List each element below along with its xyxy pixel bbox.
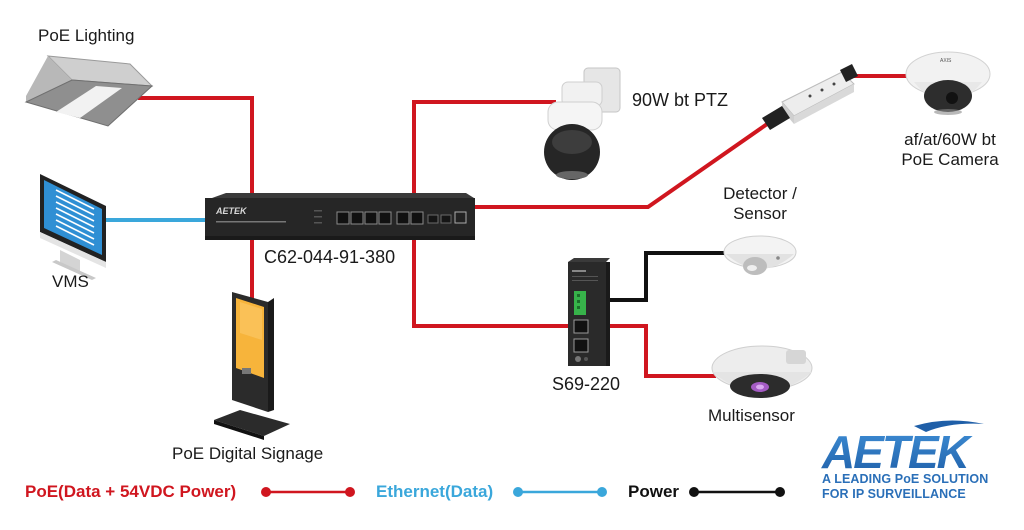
label-poe-camera: af/at/60W bt PoE Camera: [880, 130, 1020, 170]
poe-link-lighting: [138, 96, 254, 200]
label-multisensor: Multisensor: [708, 406, 795, 425]
legend-ethernet-label: Ethernet(Data): [376, 482, 494, 501]
poe-lighting-icon: [24, 55, 154, 127]
poe-link-multisensor: [606, 324, 716, 378]
poe-injector-icon: [762, 64, 858, 130]
dome-camera-icon: AXIS: [905, 51, 991, 115]
aetek-logo-icon: AETEK: [821, 420, 984, 478]
label-poe-camera-line1: af/at/60W bt: [904, 130, 996, 149]
label-splitter-model: S69-220: [552, 374, 621, 394]
brand-tagline-1: A LEADING PoE SOLUTION: [822, 472, 989, 486]
detector-sensor-icon: [723, 235, 797, 275]
label-ptz: 90W bt PTZ: [632, 90, 729, 110]
svg-text:AETEK: AETEK: [215, 206, 248, 216]
brand-wordmark: AETEK: [821, 426, 973, 474]
legend-poe-swatch: [261, 487, 355, 497]
vms-monitor-icon: [40, 174, 106, 280]
label-switch-model: C62-044-91-380: [264, 247, 396, 267]
poe-splitter-icon: [568, 258, 610, 366]
label-vms: VMS: [52, 272, 89, 291]
legend-poe-label: PoE(Data + 54VDC Power): [25, 482, 237, 501]
svg-text:AXIS: AXIS: [940, 58, 952, 64]
label-digital-signage: PoE Digital Signage: [172, 444, 324, 463]
poe-link-splitter: [412, 238, 568, 328]
label-poe-lighting: PoE Lighting: [38, 26, 135, 45]
label-detector: Detector / Sensor: [700, 184, 820, 224]
digital-signage-icon: [214, 292, 290, 440]
ptz-camera-icon: [544, 67, 621, 180]
brand-logo: AETEK A LEADING PoE SOLUTION FOR IP SURV…: [818, 418, 1018, 518]
poe-switch-icon: AETEK: [205, 193, 475, 240]
label-detector-line2: Sensor: [733, 204, 787, 223]
multisensor-camera-icon: [711, 345, 813, 398]
legend-power-swatch: [689, 487, 785, 497]
poe-link-ptz: [412, 100, 556, 198]
brand-tagline-2: FOR IP SURVEILLANCE: [822, 487, 966, 501]
legend-power-label: Power: [628, 482, 680, 501]
legend-ethernet-swatch: [513, 487, 607, 497]
label-poe-camera-line2: PoE Camera: [901, 150, 999, 169]
poe-link-poe-camera: [472, 120, 772, 209]
power-link-detector: [606, 251, 728, 302]
label-detector-line1: Detector /: [723, 184, 797, 203]
